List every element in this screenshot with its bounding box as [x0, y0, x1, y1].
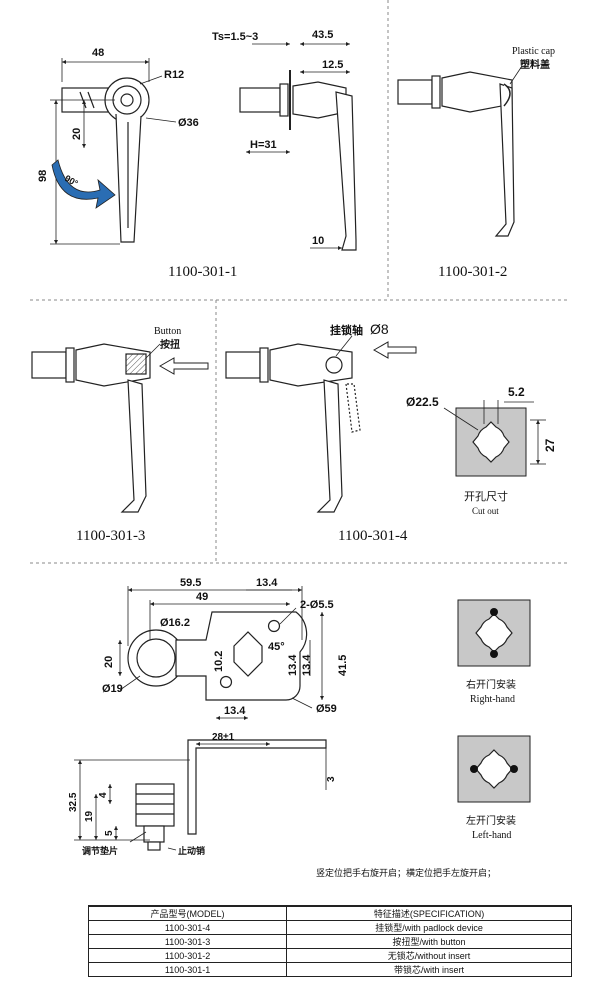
- dim-12-5: 12.5: [322, 59, 343, 71]
- left-hand-diagram: [457, 735, 531, 803]
- dim-5: 5: [104, 830, 115, 836]
- cutout-height: 27: [543, 438, 557, 452]
- cutout-label-cn: 开孔尺寸: [464, 489, 508, 503]
- table-cell-model: 1100-301-1: [87, 962, 288, 977]
- panel2-cap-drawing: [397, 71, 515, 237]
- right-hand-cn: 右开门安装: [466, 678, 516, 691]
- dim-10: 10: [312, 235, 324, 247]
- button-press-arrow-icon: [158, 357, 209, 375]
- table-row: 1100-301-1 带锁芯/with insert: [87, 962, 572, 977]
- button-label-cn: 按扭: [160, 338, 180, 351]
- padlock-shaft-dia: Ø8: [370, 321, 389, 337]
- right-hand-diagram: [457, 599, 531, 667]
- table-cell-spec: 带锁芯/with insert: [286, 962, 572, 977]
- table-header-spec: 特征描述(SPECIFICATION): [286, 905, 572, 921]
- dim-32-5: 32.5: [68, 792, 79, 812]
- dim-ts: Ts=1.5~3: [212, 31, 258, 43]
- table-cell-spec: 挂锁型/with padlock device: [286, 920, 572, 935]
- panel4-drawing: [225, 343, 361, 513]
- dim-13-4-top: 13.4: [256, 577, 278, 589]
- table-cell-model: 1100-301-4: [87, 920, 288, 935]
- cutout-width: 5.2: [508, 385, 525, 399]
- dim-43-5: 43.5: [312, 29, 333, 41]
- table-header-model: 产品型号(MODEL): [87, 905, 288, 921]
- dim-98: 98: [37, 170, 49, 182]
- dim-4: 4: [98, 792, 109, 798]
- dim-2-d5-5: 2-Ø5.5: [300, 599, 334, 611]
- panel-dividers: [30, 0, 570, 564]
- cam-plate-drawing: [127, 611, 308, 701]
- plastic-cap-cn: 塑料盖: [520, 58, 550, 71]
- cutout-diagram: [455, 407, 527, 477]
- dim-d16-2: Ø16.2: [160, 617, 190, 629]
- right-hand-en: Right-hand: [470, 694, 515, 705]
- rotation-arrow-icon: [51, 159, 116, 209]
- washer-label: 调节垫片: [82, 845, 118, 856]
- dim-r12: R12: [164, 69, 184, 81]
- padlock-insert-arrow-icon: [372, 341, 417, 359]
- plastic-cap-en: Plastic cap: [512, 46, 555, 57]
- left-hand-cn: 左开门安装: [466, 814, 516, 827]
- dim-20: 20: [71, 128, 83, 140]
- cutout-label-en: Cut out: [472, 506, 499, 516]
- table-cell-spec: 按扭型/with button: [286, 934, 572, 949]
- dim-19: 19: [84, 810, 95, 822]
- panel1-drawing: [50, 58, 177, 245]
- model-label-1100-301-2: 1100-301-2: [438, 264, 507, 280]
- dim-10-2: 10.2: [213, 651, 225, 672]
- spec-table: 产品型号(MODEL) 特征描述(SPECIFICATION) 1100-301…: [87, 905, 572, 977]
- dim-45deg: 45°: [268, 641, 285, 653]
- table-row: 1100-301-3 按扭型/with button: [87, 934, 572, 949]
- table-header-row: 产品型号(MODEL) 特征描述(SPECIFICATION): [87, 905, 572, 921]
- dim-d36: Ø36: [178, 117, 199, 129]
- dim-59-5: 59.5: [180, 577, 201, 589]
- dim-d19: Ø19: [102, 683, 123, 695]
- panel2-drawing: [239, 70, 357, 251]
- table-row: 1100-301-4 挂锁型/with padlock device: [87, 920, 572, 935]
- dim-49: 49: [196, 591, 208, 603]
- table-cell-spec: 无锁芯/without insert: [286, 948, 572, 963]
- button-label-en: Button: [154, 326, 181, 337]
- dim-41-5: 41.5: [337, 655, 349, 676]
- dim-48: 48: [92, 47, 104, 59]
- dim-13-4-side: 13.4: [301, 654, 313, 676]
- panel3-drawing: [31, 343, 151, 513]
- table-cell-model: 1100-301-2: [87, 948, 288, 963]
- table-row: 1100-301-2 无锁芯/without insert: [87, 948, 572, 963]
- stop-pin-label: 止动销: [178, 845, 205, 856]
- dim-13-4-bottom: 13.4: [224, 705, 246, 717]
- dim-28-1: 28±1: [212, 732, 235, 743]
- model-label-1100-301-1: 1100-301-1: [168, 264, 237, 280]
- dim-d59: Ø59: [316, 703, 337, 715]
- rotation-note: 竖定位把手右旋开启；横定位把手左旋开启；: [316, 867, 496, 878]
- model-label-1100-301-3: 1100-301-3: [76, 528, 145, 544]
- table-cell-model: 1100-301-3: [87, 934, 288, 949]
- dim-13-4-mid: 13.4: [287, 654, 299, 676]
- model-label-1100-301-4: 1100-301-4: [338, 528, 408, 544]
- cam-side-drawing: [135, 739, 327, 851]
- dim-h31: H=31: [250, 139, 277, 151]
- left-hand-en: Left-hand: [472, 830, 511, 841]
- padlock-shaft-cn: 挂锁轴: [330, 323, 363, 337]
- cutout-dia: Ø22.5: [406, 395, 439, 409]
- dim-3: 3: [326, 776, 337, 782]
- dim-20: 20: [103, 656, 115, 668]
